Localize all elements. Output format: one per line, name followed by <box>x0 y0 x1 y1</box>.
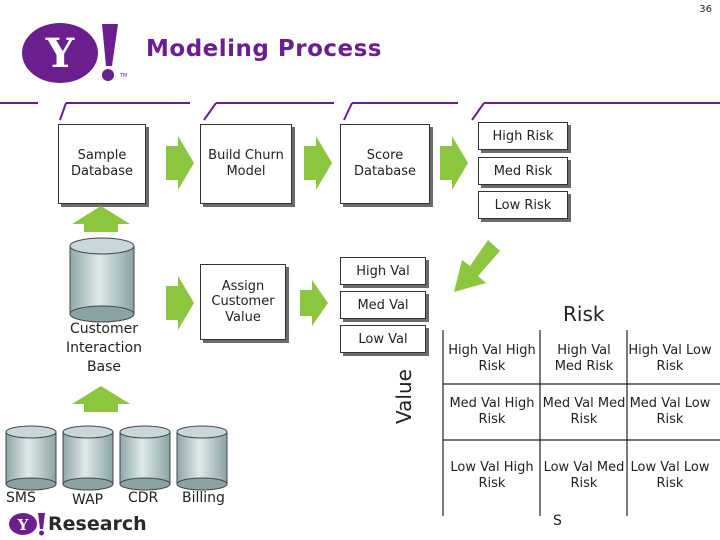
score-database-box: Score Database <box>340 124 430 204</box>
matrix-footer-mark: S <box>553 513 562 529</box>
logo-letter: Y <box>45 30 75 77</box>
value-level-high: High Val <box>340 257 426 285</box>
matrix-cell: Low Val Low Risk <box>630 459 710 491</box>
matrix-column-header: Risk <box>563 302 605 326</box>
risk-level-low: Low Risk <box>478 191 568 219</box>
source-label-wap: WAP <box>72 492 104 508</box>
customer-base-label: Customer Interaction Base <box>66 321 142 375</box>
arrow-up-icon <box>72 206 130 232</box>
value-level-low: Low Val <box>340 325 426 353</box>
wap-cylinder-icon <box>62 425 114 491</box>
risk-value-matrix-grid <box>442 330 720 516</box>
cdr-cylinder-icon <box>119 425 171 491</box>
sms-cylinder-icon <box>5 425 57 491</box>
research-label: Research <box>48 513 147 535</box>
source-label-sms: SMS <box>6 490 36 506</box>
matrix-cell: Med Val Med Risk <box>542 395 626 427</box>
matrix-cell: Med Val High Risk <box>449 395 535 427</box>
arrow-right-icon <box>166 276 194 330</box>
arrow-right-icon <box>166 136 194 190</box>
arrow-right-icon <box>304 136 332 190</box>
matrix-row-header: Value <box>392 369 416 424</box>
matrix-cell: Med Val Low Risk <box>629 395 711 427</box>
matrix-cell: Low Val Med Risk <box>543 459 625 491</box>
arrow-up-icon <box>72 386 130 412</box>
matrix-cell: High Val High Risk <box>448 342 536 374</box>
matrix-cell: High Val Low Risk <box>628 342 712 374</box>
yahoo-logo: Y TM <box>20 22 130 84</box>
svg-text:Y: Y <box>17 516 29 534</box>
yahoo-research-logo-icon: Y <box>8 512 48 536</box>
build-churn-model-box: Build Churn Model <box>200 124 292 204</box>
assign-customer-value-box: Assign Customer Value <box>200 264 286 340</box>
sample-database-box: Sample Database <box>58 124 146 204</box>
risk-level-med: Med Risk <box>478 157 568 185</box>
header-divider <box>0 102 720 121</box>
page-number: 36 <box>699 4 712 15</box>
svg-text:TM: TM <box>119 73 127 79</box>
arrow-right-icon <box>440 136 468 190</box>
page-title: Modeling Process <box>146 36 382 62</box>
arrow-diagonal-icon <box>454 240 500 292</box>
billing-cylinder-icon <box>176 425 228 491</box>
matrix-cell: Low Val High Risk <box>450 459 534 491</box>
source-label-billing: Billing <box>182 490 225 506</box>
matrix-cell: High Val Med Risk <box>554 342 614 374</box>
customer-base-cylinder-icon <box>69 237 135 323</box>
risk-level-high: High Risk <box>478 122 568 150</box>
source-label-cdr: CDR <box>128 490 159 506</box>
arrow-right-icon <box>300 280 328 326</box>
value-level-med: Med Val <box>340 291 426 319</box>
